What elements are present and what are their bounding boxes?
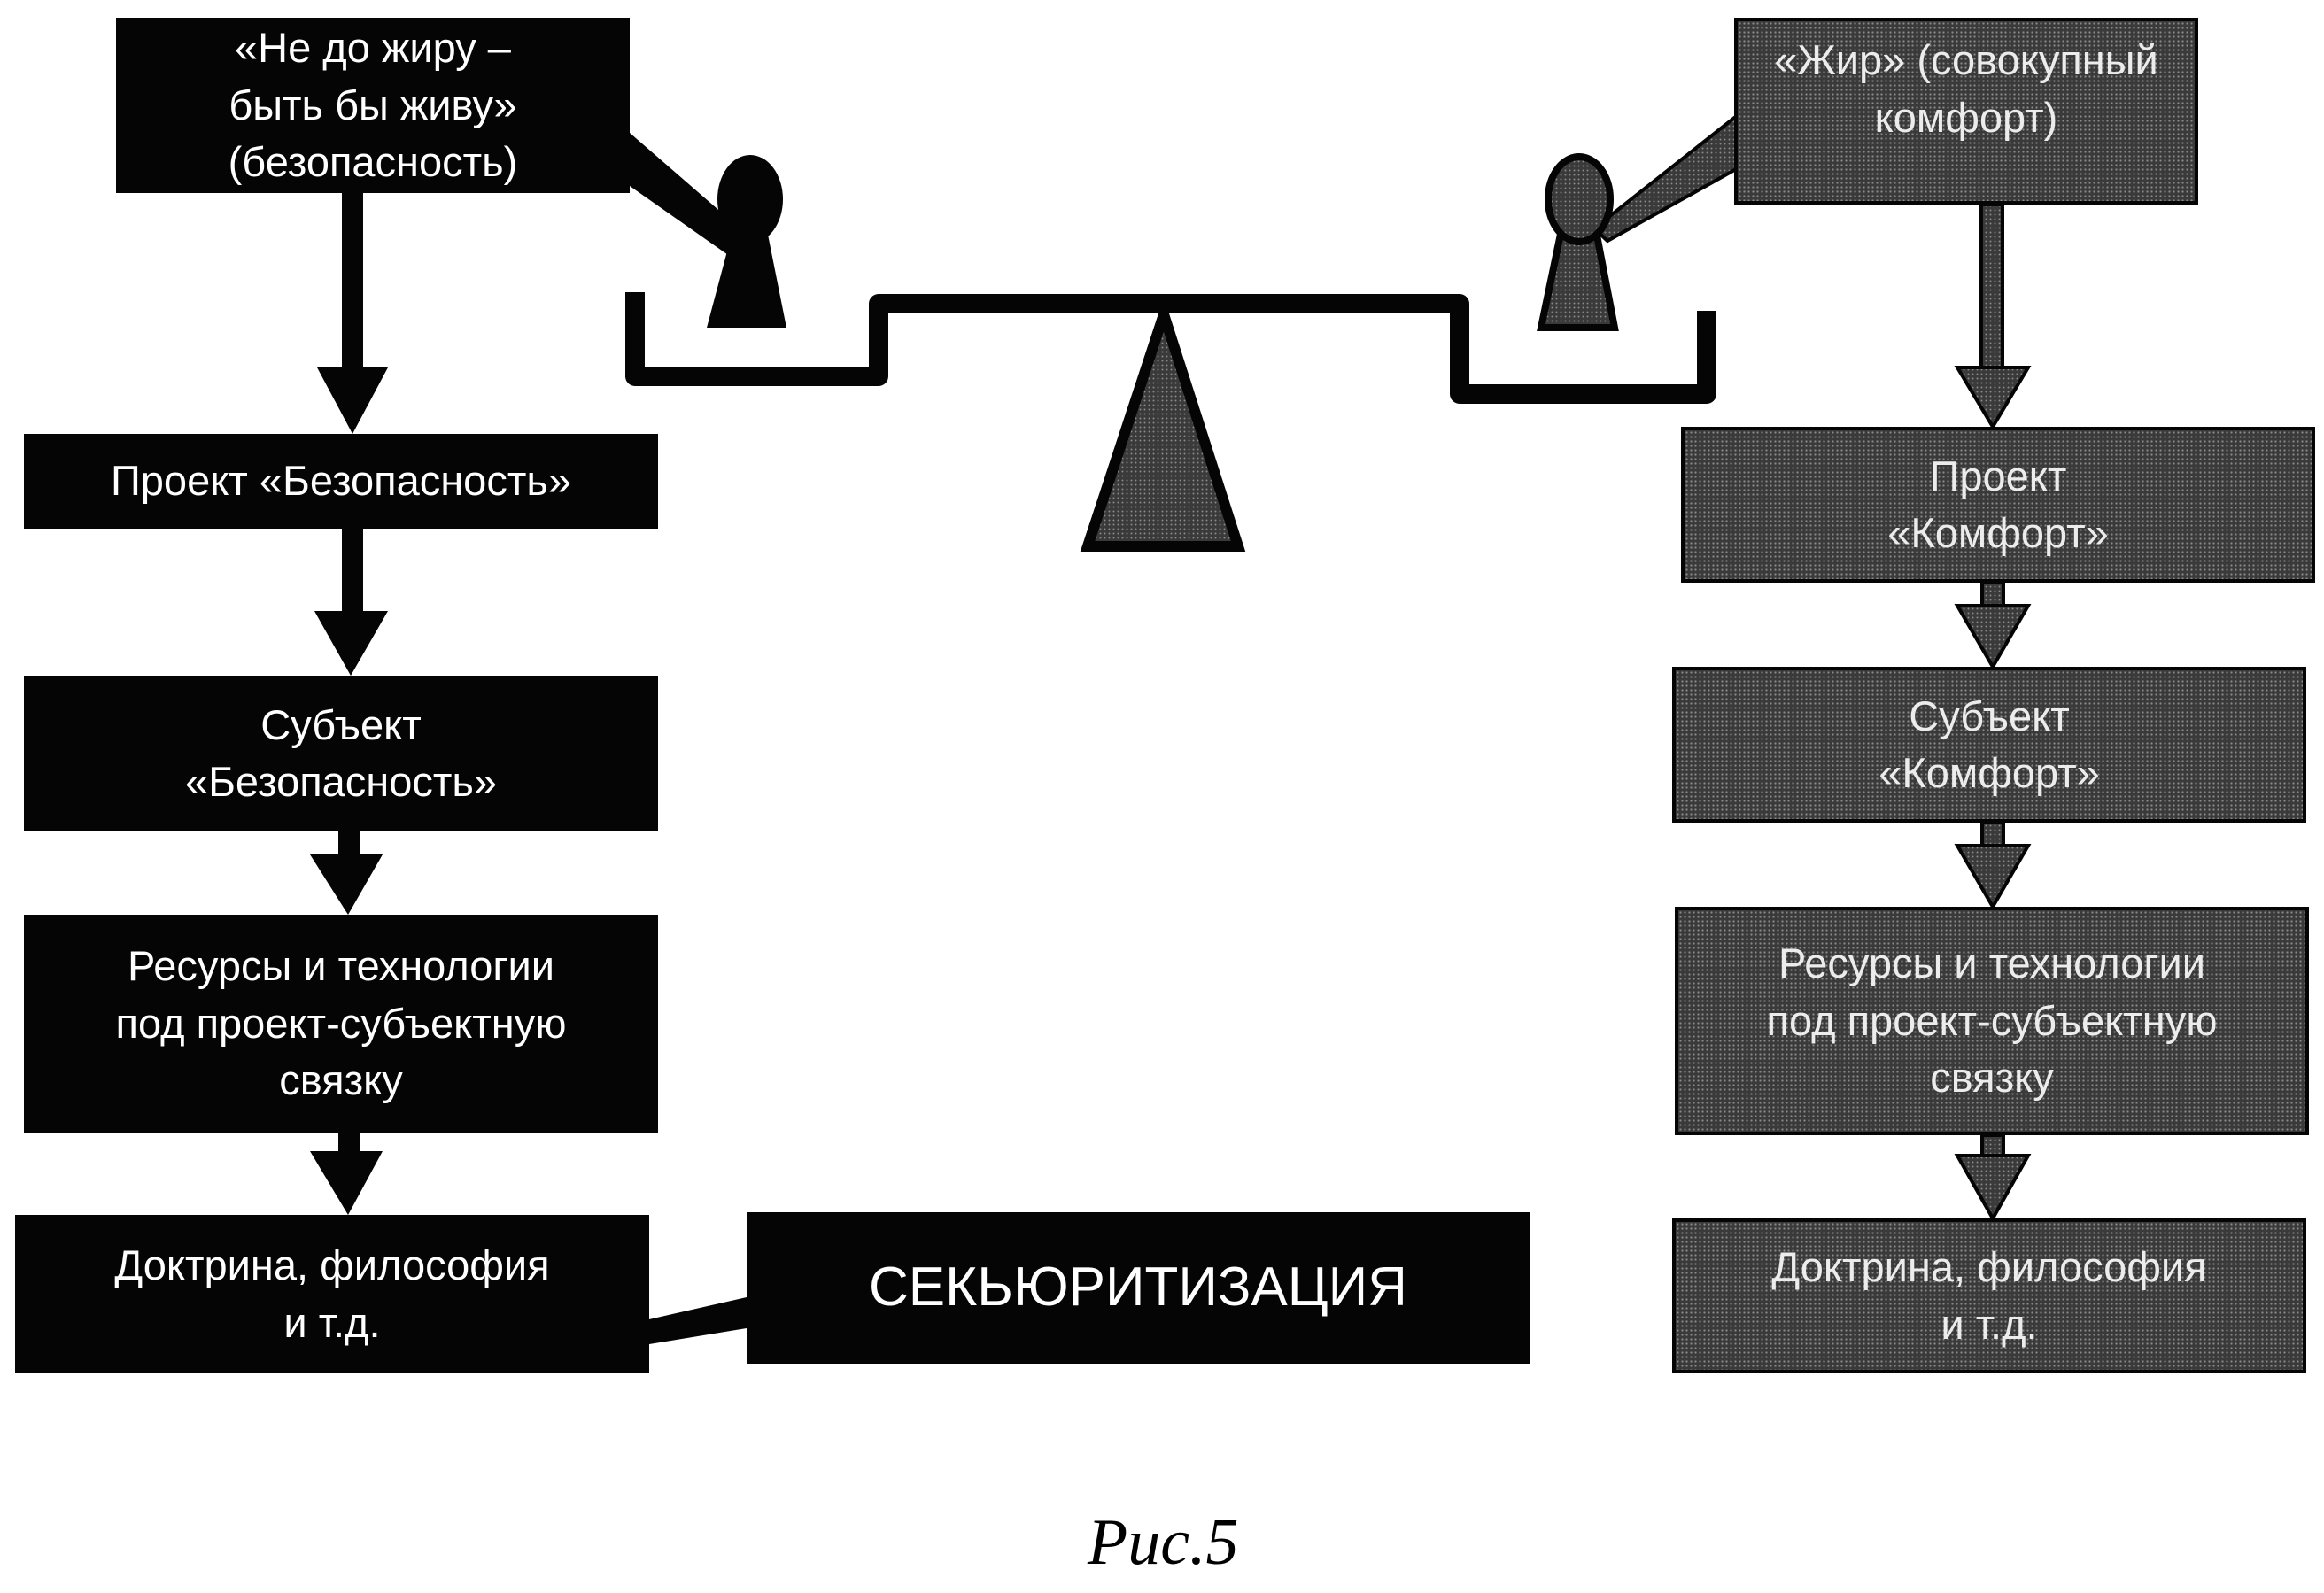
right-project-box: Проект «Комфорт» (1681, 427, 2315, 583)
figure-caption: Рис.5 (1088, 1506, 1239, 1579)
scale-fulcrum (1080, 297, 1246, 552)
left-subject-box: Субъект «Безопасность» (24, 676, 658, 831)
left-resources-text: Ресурсы и технологии под проект-субъектн… (115, 942, 567, 1104)
left-arrow-2 (314, 529, 388, 676)
left-doctrine-box: Доктрина, философия и т.д. (15, 1215, 649, 1373)
right-callout-pointer (1591, 111, 1739, 244)
right-resources-box: Ресурсы и технологии под проект-субъектн… (1675, 907, 2309, 1135)
right-resources-text: Ресурсы и технологии под проект-субъектн… (1766, 940, 2218, 1102)
left-callout-pointer (630, 133, 744, 257)
right-arrow-1 (1954, 203, 2032, 430)
left-top-box: «Не до жиру – быть бы живу» (безопасност… (116, 18, 630, 193)
right-top-box-text: «Жир» (совокупный комфорт) (1774, 36, 2158, 141)
left-doctrine-text: Доктрина, философия и т.д. (114, 1241, 550, 1346)
right-doctrine-box: Доктрина, философия и т.д. (1672, 1218, 2306, 1373)
right-subject-text: Субъект «Комфорт» (1879, 692, 2100, 796)
right-pawn-icon (1537, 153, 1619, 331)
right-top-box: «Жир» (совокупный комфорт) (1734, 18, 2198, 205)
left-arrow-3 (310, 831, 383, 915)
left-project-text: Проект «Безопасность» (111, 457, 571, 505)
securitization-connector (649, 1297, 747, 1344)
scale-beam (625, 292, 1716, 404)
left-resources-box: Ресурсы и технологии под проект-субъектн… (24, 915, 658, 1133)
right-arrow-2 (1954, 581, 2032, 670)
right-arrow-4 (1954, 1133, 2032, 1223)
right-doctrine-text: Доктрина, философия и т.д. (1771, 1243, 2207, 1348)
securitization-box: СЕКЬЮРИТИЗАЦИЯ (747, 1212, 1530, 1364)
left-pawn-icon (707, 155, 786, 328)
right-project-text: Проект «Комфорт» (1887, 452, 2109, 556)
securitization-text: СЕКЬЮРИТИЗАЦИЯ (869, 1257, 1407, 1318)
right-subject-box: Субъект «Комфорт» (1672, 667, 2306, 823)
left-project-box: Проект «Безопасность» (24, 434, 658, 529)
left-arrow-4 (310, 1133, 383, 1215)
left-subject-text: Субъект «Безопасность» (184, 700, 498, 805)
left-arrow-1 (317, 193, 388, 434)
left-top-box-text: «Не до жиру – быть бы живу» (безопасност… (228, 24, 518, 186)
right-arrow-3 (1954, 821, 2032, 910)
